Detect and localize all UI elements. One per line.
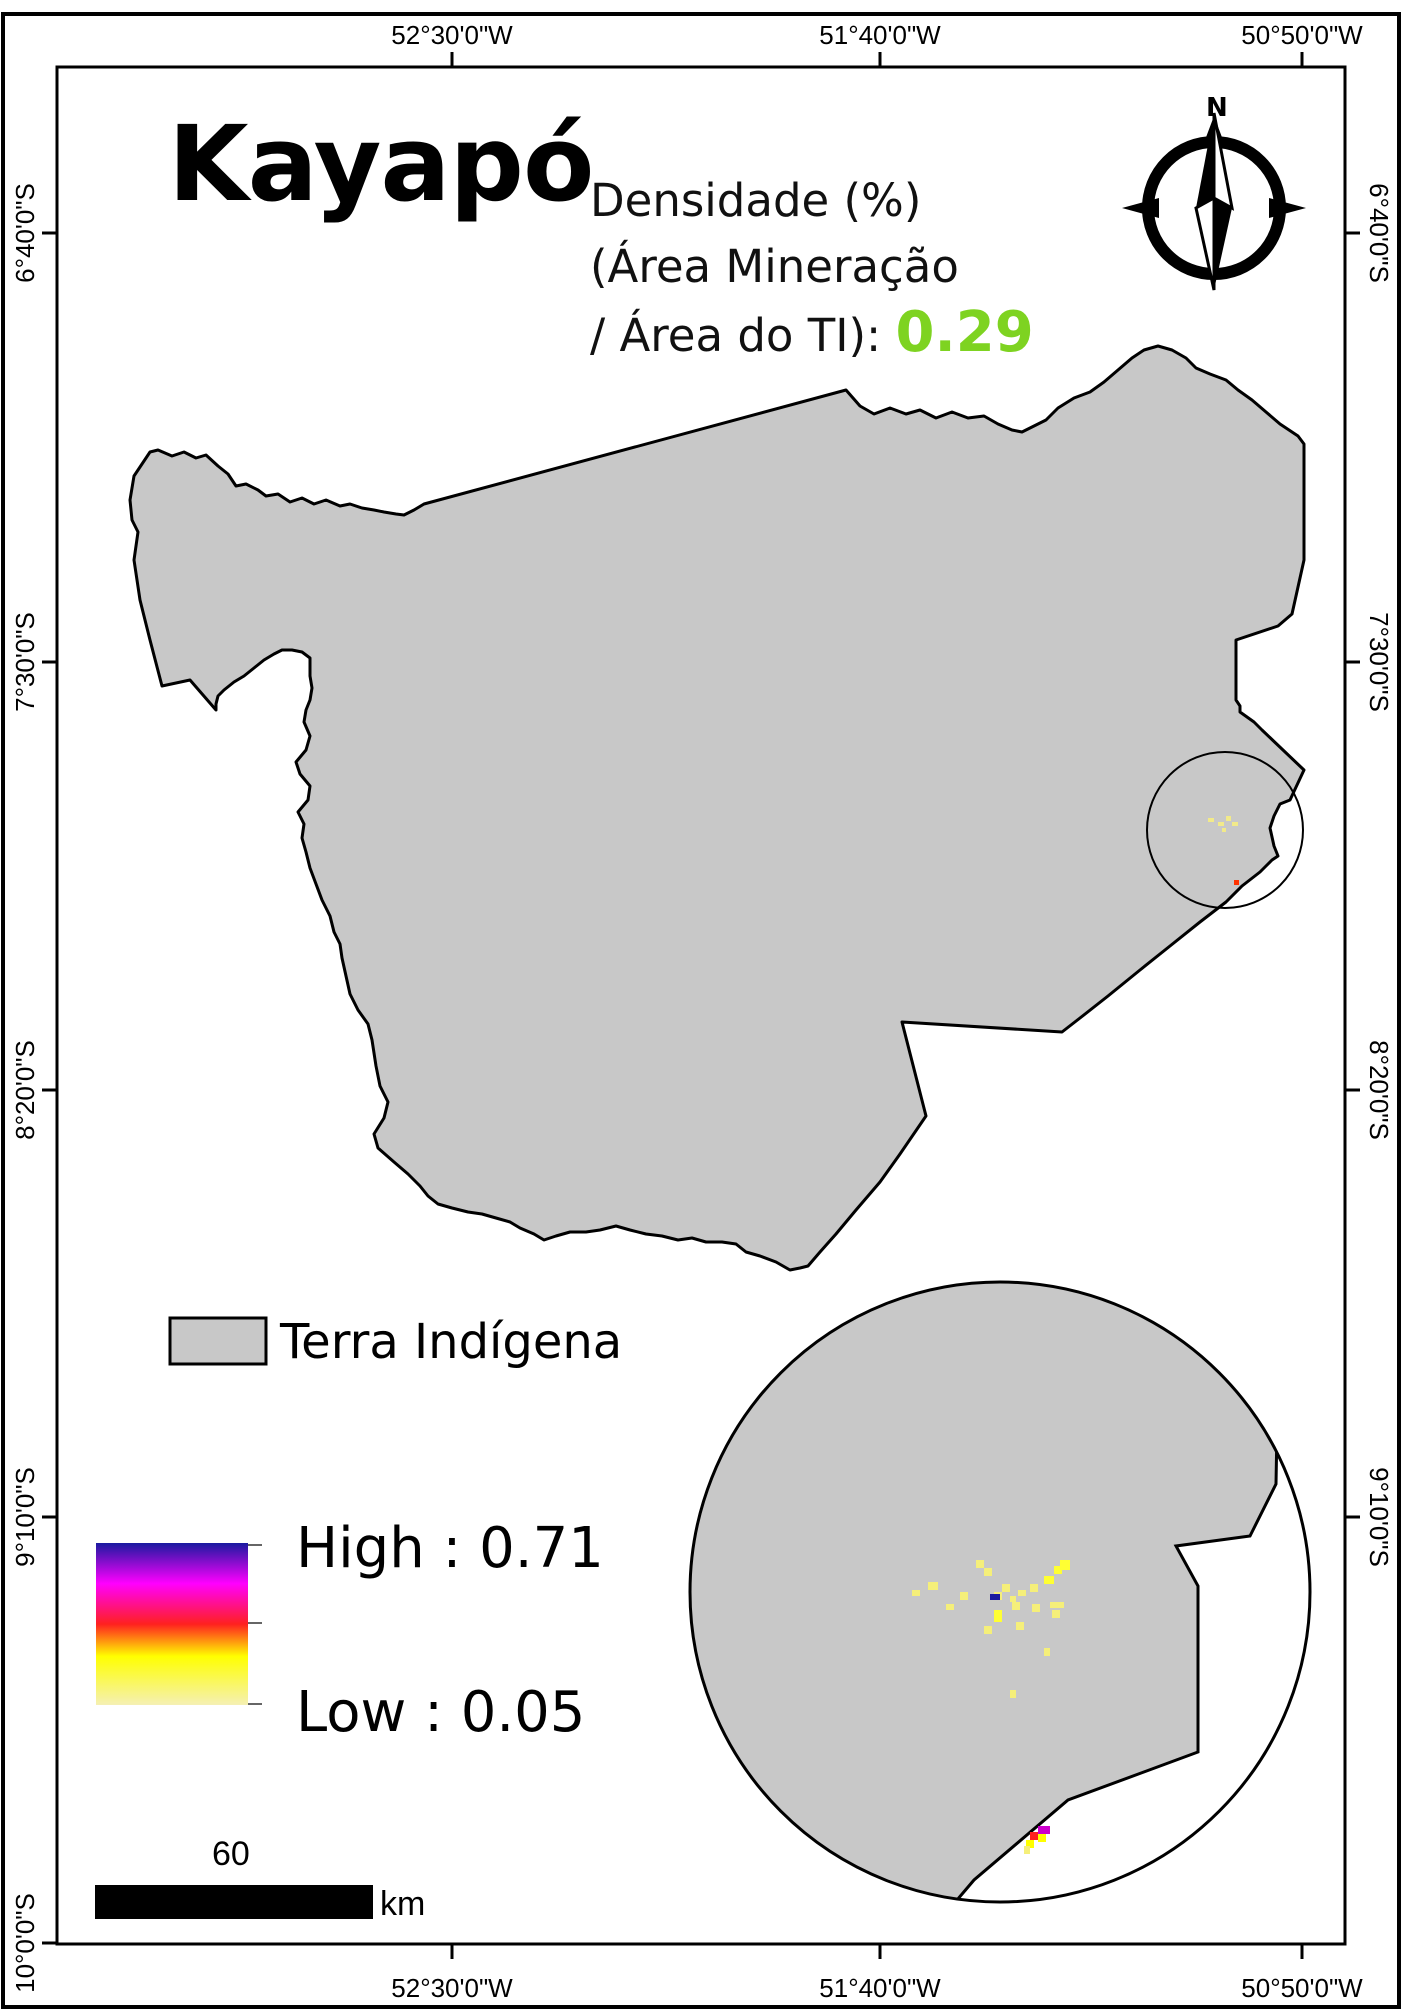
right-lat-label: 6°40'0"S <box>1364 183 1394 283</box>
left-lat-label: 9°10'0"S <box>10 1467 40 1567</box>
legend-territory-swatch <box>168 1316 268 1366</box>
top-lon-label: 51°40'0"W <box>819 20 941 50</box>
locator-mining-pixels <box>1208 816 1239 885</box>
right-lat-label: 7°30'0"S <box>1364 612 1394 712</box>
legend-high-label: High : 0.71 <box>296 1516 604 1581</box>
scale-bar-value: 60 <box>212 1835 250 1873</box>
left-lat-label: 10°0'0"S <box>10 1893 40 1993</box>
territory-polygon <box>128 344 1306 1272</box>
left-lat-label: 6°40'0"S <box>10 183 40 283</box>
north-arrow-icon: N <box>1122 93 1306 291</box>
right-lat-label: 8°20'0"S <box>1364 1040 1394 1140</box>
density-value: 0.29 <box>895 300 1034 365</box>
outer-border <box>1 12 1401 2009</box>
legend-color-ramp <box>96 1543 248 1705</box>
bottom-lon-label: 50°50'0"W <box>1241 1973 1363 2003</box>
north-letter: N <box>1206 93 1228 123</box>
inset-mining-pixels <box>912 1560 1070 1854</box>
inset-circle-border <box>688 1280 1312 1904</box>
legend-ramp-ticks <box>248 1544 262 1705</box>
inset-map <box>690 1282 1310 1902</box>
left-lat-label: 7°30'0"S <box>10 612 40 712</box>
legend-territory-label: Terra Indígena <box>280 1314 623 1370</box>
map-frame <box>55 65 1347 1946</box>
density-box: Densidade (%) (Área Mineração / Área do … <box>590 168 1034 369</box>
density-line-3-prefix: / Área do TI): <box>590 309 896 362</box>
density-line-2: (Área Mineração <box>590 240 959 293</box>
scale-bar <box>95 1885 373 1919</box>
legend-low-label: Low : 0.05 <box>296 1680 586 1745</box>
bottom-lon-label: 52°30'0"W <box>391 1973 513 2003</box>
map-title: Kayapó <box>168 103 594 225</box>
locator-circle <box>1146 751 1304 909</box>
density-line-1: Densidade (%) <box>590 174 922 227</box>
density-line-3: / Área do TI): 0.29 <box>590 300 1034 369</box>
top-lon-label: 52°30'0"W <box>391 20 513 50</box>
graticule-ticks <box>42 52 1360 1959</box>
left-lat-label: 8°20'0"S <box>10 1040 40 1140</box>
scale-bar-unit: km <box>380 1885 426 1923</box>
right-lat-label: 9°10'0"S <box>1364 1467 1394 1567</box>
bottom-lon-label: 51°40'0"W <box>819 1973 941 2003</box>
top-lon-label: 50°50'0"W <box>1241 20 1363 50</box>
